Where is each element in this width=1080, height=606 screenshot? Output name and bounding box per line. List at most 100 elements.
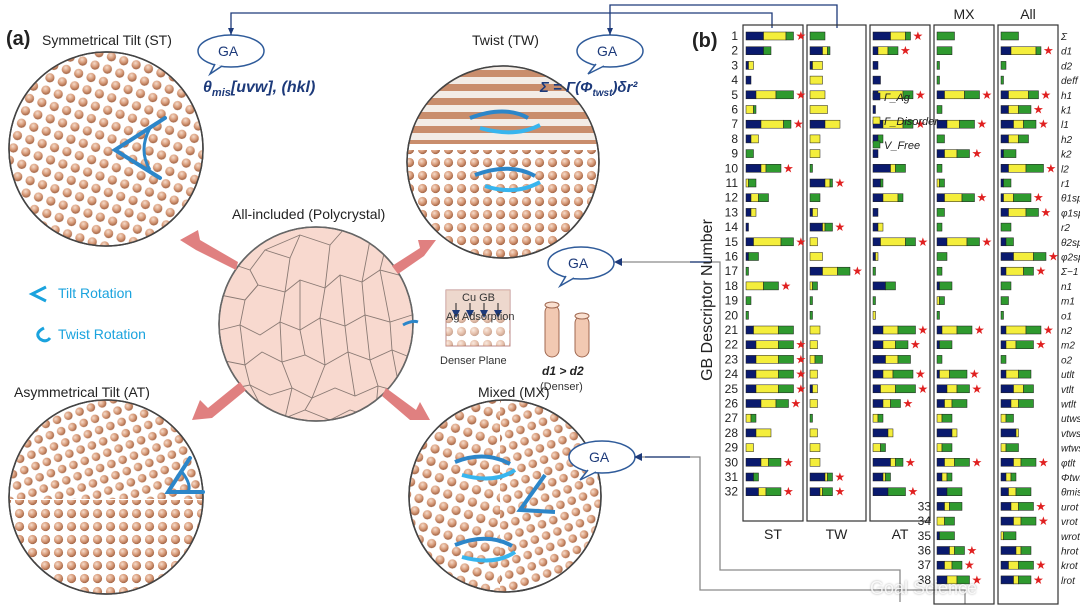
bar-at-24-disorder: [882, 369, 894, 379]
bar-at-12-disorder: [882, 193, 899, 202]
descriptor-name-1: Σ: [1060, 32, 1068, 43]
ga-bubble-st: [197, 34, 265, 77]
bar-all-17-ag: [1000, 266, 1007, 276]
bar-mx-14-free: [936, 222, 943, 232]
descriptor-name-25: vtlt: [1061, 385, 1075, 396]
descriptor-name-5: h1: [1061, 91, 1072, 102]
bar-at-23-free: [897, 355, 911, 364]
star-all-22: ★: [1036, 338, 1047, 352]
svg-text:(Denser): (Denser): [540, 381, 583, 393]
bar-all-31-disorder: [1005, 472, 1012, 482]
bar-all-23-free: [1000, 355, 1007, 364]
bar-at-13-ag: [872, 208, 879, 217]
descriptor-name-9: k2: [1061, 150, 1072, 161]
star-at-30: ★: [905, 455, 916, 469]
denser-plane-label: Denser Plane: [440, 355, 507, 367]
bar-st-26-ag: [745, 399, 762, 408]
group-label-mx: MX: [954, 6, 976, 22]
bar-st-16-free: [748, 252, 759, 261]
bar-mx-10-free: [936, 164, 943, 173]
bar-mx-3-free: [936, 61, 940, 70]
bar-at-18-free: [885, 281, 896, 291]
bar-mx-19-disorder: [936, 296, 940, 305]
bar-all-6-ag: [1000, 105, 1009, 114]
polycrystal-arrows: [180, 230, 436, 420]
bar-mx-38-free: [956, 575, 970, 585]
bar-mx-28-disorder: [951, 428, 958, 438]
bar-at-24-free: [892, 369, 914, 379]
bar-all-28-disorder: [1015, 428, 1019, 438]
descriptor-name-17: Σ−1: [1060, 267, 1078, 278]
bar-all-34-free: [1020, 516, 1037, 526]
bar-at-26-disorder: [882, 399, 891, 408]
descriptor-number-2: 2: [731, 44, 738, 58]
bar-mx-22-free: [939, 340, 953, 349]
bar-st-5-ag: [745, 90, 757, 100]
descriptor-number-1: 1: [731, 29, 738, 43]
bar-all-15-free: [1005, 237, 1014, 247]
bar-mx-18-ag: [936, 281, 940, 291]
bar-all-29-free: [1005, 443, 1019, 452]
svg-text:Denser Plane: Denser Plane: [440, 355, 507, 367]
bar-all-29-disorder: [1000, 443, 1007, 452]
bar-at-4-ag: [872, 75, 881, 85]
bar-at-7-free: [902, 119, 914, 129]
bar-st-25-ag: [745, 384, 757, 394]
bar-st-23-disorder: [755, 355, 779, 364]
descriptor-name-31: Φtwst: [1061, 473, 1080, 484]
bar-at-22-free: [895, 340, 909, 349]
bar-at-10-disorder: [890, 164, 896, 173]
poly-title: All-included (Polycrystal): [232, 206, 386, 222]
bar-mx-15-disorder: [946, 237, 968, 247]
bar-tw-28-disorder: [809, 428, 818, 438]
bar-mx-12-disorder: [944, 193, 963, 202]
bar-st-23-free: [778, 355, 794, 364]
bar-at-11-ag: [872, 178, 881, 188]
bar-tw-31-free: [827, 472, 833, 482]
bar-mx-24-free: [949, 369, 968, 379]
bar-tw-3-ag: [809, 61, 813, 70]
bar-st-26-disorder: [760, 399, 777, 408]
bar-all-8-disorder: [1008, 134, 1019, 144]
bar-all-25-disorder: [1013, 384, 1024, 394]
descriptor-name-8: h2: [1061, 135, 1073, 146]
connector-tw: [609, 4, 838, 35]
bar-at-31-ag: [872, 472, 884, 482]
star-mx-5: ★: [982, 88, 993, 102]
bar-tw-7-disorder: [824, 119, 841, 129]
descriptor-number-22: 22: [725, 338, 739, 352]
bar-at-26-ag: [872, 399, 884, 408]
bar-tw-8-disorder: [809, 134, 821, 144]
descriptor-name-7: l1: [1061, 120, 1069, 131]
bar-st-15-disorder: [753, 237, 782, 247]
bar-mx-12-free: [961, 193, 975, 202]
star-st-1: ★: [796, 29, 807, 43]
descriptor-number-25: 25: [725, 382, 739, 396]
bar-tw-14-ag: [809, 222, 823, 232]
panel-a-figure: θmis[uvw], (hkl) Σ = Γ(Φtwst)δr² Cu GB A…: [8, 34, 644, 595]
star-all-6: ★: [1033, 103, 1044, 117]
descriptor-number-26: 26: [725, 397, 739, 411]
star-st-7: ★: [793, 117, 804, 131]
bar-all-16-ag: [1000, 252, 1014, 261]
descriptor-name-35: wrot: [1061, 532, 1080, 543]
bar-tw-3-disorder: [812, 61, 823, 70]
legend-tilt-rotation: Tilt Rotation: [58, 285, 133, 301]
bar-all-17-disorder: [1005, 266, 1024, 276]
descriptor-number-4: 4: [731, 73, 738, 87]
star-at-7: ★: [915, 117, 926, 131]
bar-mx-35-ag: [936, 531, 940, 541]
star-mx-30: ★: [972, 455, 983, 469]
bar-mx-18-free: [939, 281, 953, 291]
bar-st-30-disorder: [760, 458, 769, 467]
bar-at-2-free: [887, 46, 899, 55]
bar-all-13-ag: [1000, 208, 1009, 217]
bar-all-16-disorder: [1013, 252, 1034, 261]
bar-st-21-free: [778, 325, 794, 335]
bar-st-21-disorder: [753, 325, 779, 335]
group-box-all: [997, 24, 1059, 605]
bar-mx-25-ag: [936, 384, 948, 394]
bar-tw-18-free: [812, 281, 818, 291]
ga-text-tw: GA: [597, 43, 618, 59]
star-at-26: ★: [903, 397, 914, 411]
